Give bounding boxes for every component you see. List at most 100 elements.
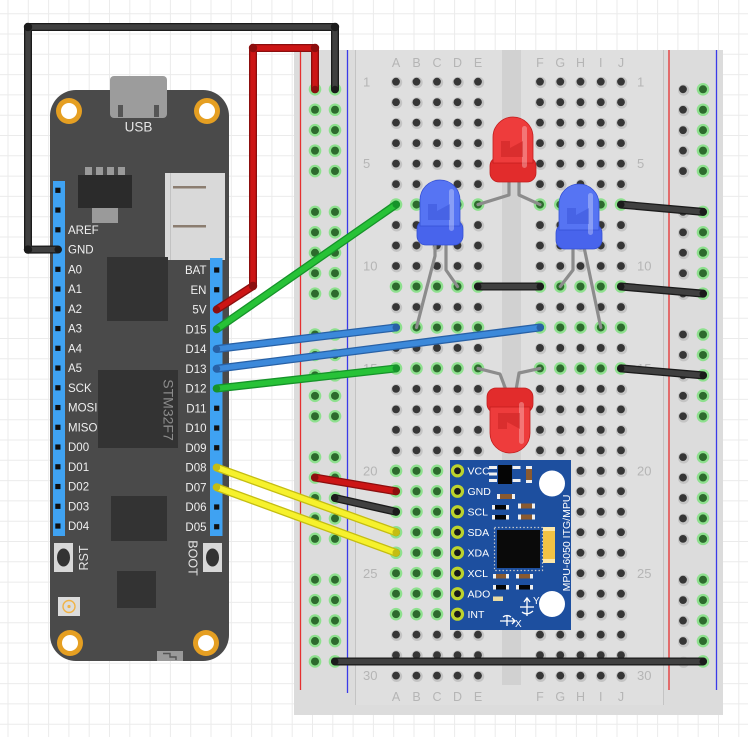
breadboard-hole-i22[interactable] — [595, 506, 608, 519]
breadboard-hole-d13[interactable] — [451, 321, 464, 334]
breadboard-hole-j6[interactable] — [616, 179, 628, 191]
breadboard-hole-a25[interactable] — [389, 566, 403, 580]
led-blue-left[interactable] — [414, 179, 464, 330]
wire-end[interactable] — [213, 464, 221, 471]
breadboard-hole-b1[interactable] — [411, 76, 423, 89]
breadboard-hole-e14[interactable] — [473, 343, 485, 355]
breadboard-hole-b19[interactable] — [411, 445, 423, 457]
rail-hole[interactable] — [696, 103, 710, 117]
wire-end[interactable] — [213, 365, 221, 373]
breadboard-hole-f19[interactable] — [535, 445, 547, 457]
breadboard-hole-g4[interactable] — [555, 138, 567, 150]
breadboard-hole-j25[interactable] — [616, 568, 628, 580]
wire-j15-gnd[interactable] — [617, 364, 707, 380]
wire-end[interactable] — [331, 657, 339, 665]
wire-end[interactable] — [311, 85, 319, 93]
rail-hole[interactable] — [696, 246, 710, 260]
breadboard-hole-b10[interactable] — [411, 261, 423, 273]
usb-connector[interactable] — [110, 76, 167, 118]
rail-hole[interactable] — [678, 227, 690, 239]
breadboard-hole-h12[interactable] — [575, 302, 587, 314]
led-red-bottom[interactable] — [476, 366, 542, 454]
rail-hole[interactable] — [696, 471, 710, 484]
led-red-top[interactable] — [476, 116, 542, 207]
rail-hole[interactable] — [308, 655, 322, 668]
breadboard-hole-e2[interactable] — [473, 97, 485, 109]
rail-hole[interactable] — [328, 389, 342, 403]
breadboard-hole-a28[interactable] — [391, 629, 403, 642]
rail-hole[interactable] — [696, 450, 710, 464]
breadboard-hole-a18[interactable] — [391, 425, 403, 437]
breadboard-hole-e10[interactable] — [473, 261, 485, 273]
wire-bendpoint[interactable] — [248, 43, 258, 53]
rail-hole[interactable] — [696, 226, 710, 239]
breadboard-hole-g30[interactable] — [555, 670, 567, 683]
wire-mpu-gnd[interactable] — [331, 493, 400, 516]
breadboard-hole-c5[interactable] — [432, 158, 444, 171]
rail-hole[interactable] — [328, 205, 342, 219]
breadboard-hole-a30[interactable] — [391, 670, 403, 683]
breadboard-hole-i21[interactable] — [595, 486, 608, 498]
breadboard-hole-b26[interactable] — [410, 587, 423, 600]
breadboard-hole-b16[interactable] — [411, 384, 423, 396]
breadboard-hole-d2[interactable] — [452, 97, 464, 109]
breadboard-hole-h16[interactable] — [575, 384, 587, 396]
rail-hole[interactable] — [678, 595, 690, 607]
breadboard-hole-d17[interactable] — [452, 404, 464, 416]
breadboard-hole-c4[interactable] — [432, 138, 444, 150]
wire-end[interactable] — [392, 549, 400, 557]
rail-hole[interactable] — [678, 166, 690, 178]
rail-hole[interactable] — [328, 409, 342, 423]
breadboard-hole-h24[interactable] — [575, 547, 587, 560]
rail-hole[interactable] — [678, 574, 690, 587]
pin-d04[interactable]: D04 — [55, 521, 90, 533]
breadboard-hole-e3[interactable] — [473, 117, 485, 130]
breadboard-hole-h2[interactable] — [575, 97, 587, 109]
pin-d10[interactable]: D10 — [185, 423, 220, 435]
breadboard-hole-f12[interactable] — [535, 302, 547, 314]
breadboard-hole-i1[interactable] — [595, 76, 608, 89]
breadboard-hole-g13[interactable] — [554, 321, 567, 334]
breadboard-hole-e13[interactable] — [471, 321, 485, 334]
wire-gnd-bus[interactable] — [331, 657, 707, 666]
breadboard-hole-c14[interactable] — [432, 343, 444, 355]
pin-en[interactable]: EN — [191, 285, 220, 297]
breadboard-hole-b27[interactable] — [410, 607, 423, 621]
rail-hole[interactable] — [308, 389, 322, 403]
rail-hole[interactable] — [328, 123, 342, 137]
breadboard-hole-e17[interactable] — [473, 404, 485, 416]
rail-hole[interactable] — [678, 84, 690, 96]
breadboard-hole-c27[interactable] — [430, 607, 444, 621]
wire-end[interactable] — [699, 657, 707, 665]
breadboard-hole-f28[interactable] — [535, 629, 547, 642]
breadboard-hole-e5[interactable] — [473, 158, 485, 171]
wire-end[interactable] — [617, 283, 625, 290]
breadboard-hole-i10[interactable] — [595, 261, 608, 273]
wire-end[interactable] — [392, 508, 400, 516]
wire-end[interactable] — [54, 246, 62, 254]
wire-bendpoint[interactable] — [310, 43, 320, 53]
breadboard-hole-a3[interactable] — [391, 117, 403, 130]
breadboard-hole-e8[interactable] — [473, 220, 485, 232]
breadboard-hole-h11[interactable] — [574, 280, 587, 293]
breadboard-hole-h19[interactable] — [575, 445, 587, 457]
rail-hole[interactable] — [696, 512, 710, 525]
breadboard-hole-c26[interactable] — [430, 587, 444, 600]
pin-a1[interactable]: A1 — [55, 284, 82, 296]
wire-end[interactable] — [699, 290, 707, 298]
breadboard-hole-j8[interactable] — [616, 220, 628, 232]
rail-hole[interactable] — [308, 103, 322, 117]
rail-hole[interactable] — [308, 593, 322, 607]
breadboard-hole-h25[interactable] — [575, 568, 587, 580]
pin-unlabeled-1[interactable] — [55, 207, 61, 213]
rail-hole[interactable] — [696, 593, 710, 607]
breadboard-hole-d30[interactable] — [452, 670, 464, 683]
rail-hole[interactable] — [696, 144, 710, 157]
breadboard-hole-d18[interactable] — [452, 425, 464, 437]
breadboard-hole-g17[interactable] — [555, 404, 567, 416]
breadboard-hole-a16[interactable] — [391, 384, 403, 396]
breadboard-hole-c18[interactable] — [432, 425, 444, 437]
breadboard-hole-j5[interactable] — [616, 158, 628, 171]
breadboard-hole-b20[interactable] — [410, 464, 423, 478]
wire-d12[interactable] — [212, 364, 400, 393]
